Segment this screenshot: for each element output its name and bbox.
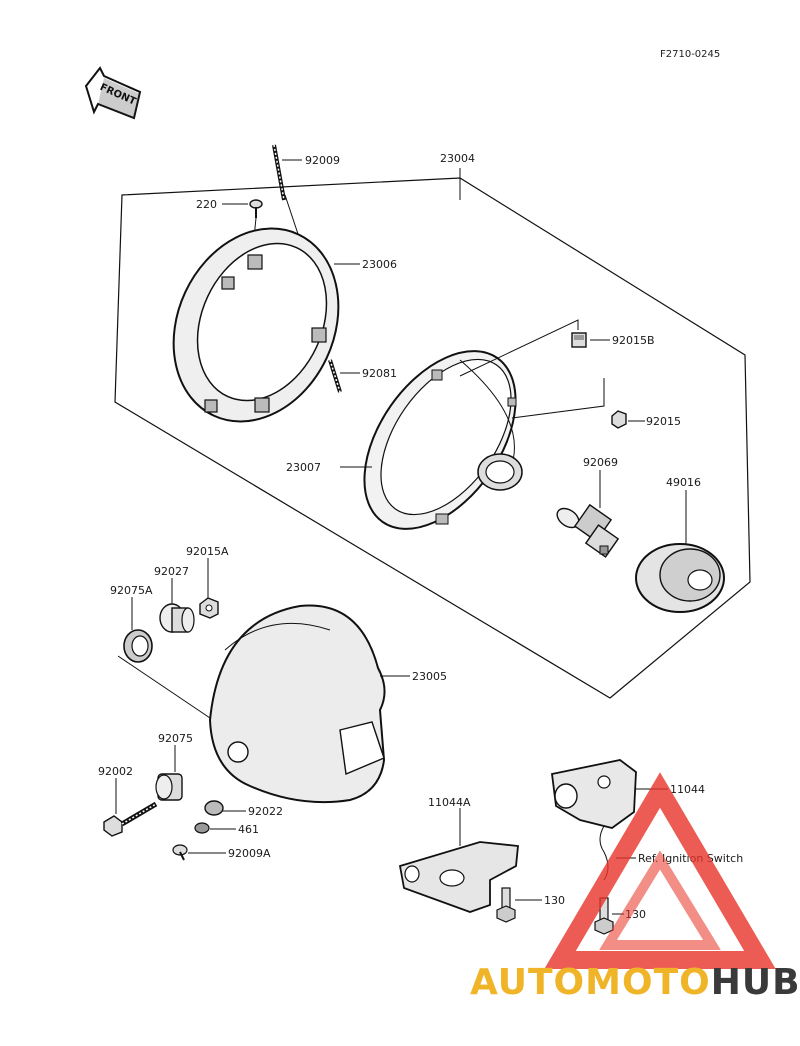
spring-92081-icon xyxy=(328,359,342,393)
label-11044: 11044 xyxy=(670,783,705,796)
label-92075A: 92075A xyxy=(110,584,153,597)
screw-92009-icon xyxy=(272,144,286,201)
nut-92015B-icon xyxy=(571,332,587,348)
bulb-92069-icon xyxy=(556,503,620,558)
leader-92075A-link xyxy=(117,655,211,719)
watermark-part1: AUTOMOTO xyxy=(470,962,711,1003)
part-461-icon xyxy=(194,822,210,834)
label-23007: 23007 xyxy=(286,461,321,474)
bracket-11044 xyxy=(551,759,637,829)
collar-92027-icon xyxy=(159,603,195,633)
housing-23005 xyxy=(208,604,386,804)
label-92015A: 92015A xyxy=(186,545,229,558)
label-92075: 92075 xyxy=(158,732,193,745)
label-92081: 92081 xyxy=(362,367,397,380)
watermark-text: AUTOMOTOHUB xyxy=(470,962,800,1003)
label-220: 220 xyxy=(196,198,217,211)
label-92022: 92022 xyxy=(248,805,283,818)
label-23005: 23005 xyxy=(412,670,447,683)
bolt-130a-icon xyxy=(496,887,516,923)
label-23004: 23004 xyxy=(440,152,475,165)
label-92009: 92009 xyxy=(305,154,340,167)
label-461: 461 xyxy=(238,823,259,836)
watermark-logo xyxy=(544,772,776,969)
label-11044A: 11044A xyxy=(428,796,471,809)
cap-49016-icon xyxy=(635,543,725,613)
label-92015: 92015 xyxy=(646,415,681,428)
leader-92009-down xyxy=(284,194,301,241)
leader-92015B-link xyxy=(459,319,579,377)
label-92015B: 92015B xyxy=(612,334,655,347)
nut-92015A-icon xyxy=(199,597,219,619)
label-92009A: 92009A xyxy=(228,847,271,860)
screw-92009A-icon xyxy=(172,844,188,861)
label-130a: 130 xyxy=(544,894,565,907)
front-arrow-icon: FRONT xyxy=(84,66,142,120)
nut-92015-icon xyxy=(611,410,627,429)
grommet-92075-icon xyxy=(155,773,183,801)
label-23006: 23006 xyxy=(362,258,397,271)
leader-92015-link xyxy=(511,378,605,419)
watermark-triangle-icon xyxy=(544,772,776,969)
label-49016: 49016 xyxy=(666,476,701,489)
rim-23006 xyxy=(172,227,340,423)
grommet-92075A-icon xyxy=(123,629,153,663)
label-92069: 92069 xyxy=(583,456,618,469)
watermark-part2: HUB xyxy=(711,962,800,1003)
screw-220-icon xyxy=(249,199,263,218)
label-92002: 92002 xyxy=(98,765,133,778)
headlight-unit-23007 xyxy=(363,350,523,530)
washer-92022-icon xyxy=(204,800,224,816)
bolt-92002-icon xyxy=(103,801,158,837)
label-92027: 92027 xyxy=(154,565,189,578)
diagram-code: F2710-0245 xyxy=(660,49,720,60)
bracket-11044A xyxy=(398,841,519,913)
